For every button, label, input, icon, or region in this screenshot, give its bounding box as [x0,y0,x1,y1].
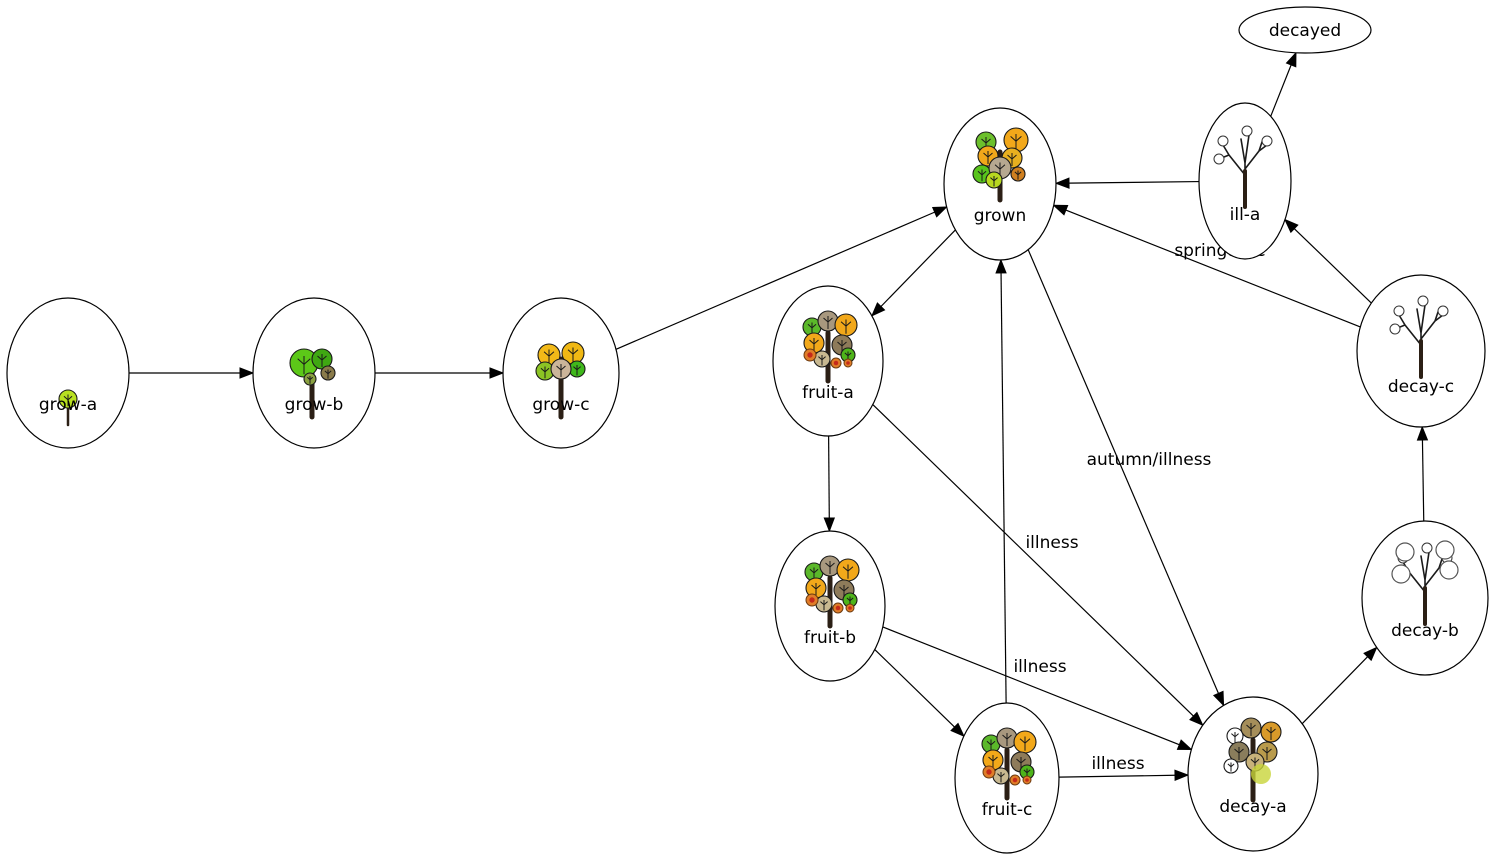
arrowhead [239,367,255,379]
edge-fruit-b-to-fruit-c [874,649,965,738]
nodes-layer: grow-a grow-b grow-c grown fruit-a fruit-b fru… [6,6,1489,854]
node-label: grow-a [39,395,97,415]
edge-line [874,649,955,728]
state-node-fruit-b[interactable]: fruit-b [774,530,886,682]
node-label: grow-c [532,395,589,415]
state-node-decay-a[interactable]: decay-a [1187,696,1319,852]
arrowhead [995,258,1007,274]
tree-icon-grown [972,127,1029,203]
node-ellipse [1238,6,1372,54]
arrowhead [1174,769,1190,782]
edge-line [615,211,935,350]
tree-icon-grow-c [535,341,586,420]
node-label: grow-b [285,395,344,415]
edge-line [1058,774,1176,778]
arrowhead [489,367,505,379]
edge-label: illness [1013,657,1066,677]
tree-icon-decay-b [1391,540,1459,626]
edge-line [1270,64,1292,117]
edge-fruit-c-to-grown [995,258,1007,704]
state-node-fruit-c[interactable]: fruit-c [954,702,1060,854]
state-node-decay-b[interactable]: decay-b [1361,520,1489,676]
edge-fruit-c-to-decay-a: illness [1058,754,1190,782]
edge-grown-to-decay-a: autumn/illness [1027,249,1225,707]
state-node-grow-b[interactable]: grow-b [252,297,376,449]
state-node-decayed[interactable]: decayed [1238,6,1372,54]
tree-icon-fruit-b [804,555,860,629]
edge-ill-a-to-decayed [1270,51,1297,117]
tree-icon-decay-a [1223,717,1282,803]
state-node-grow-c[interactable]: grow-c [502,297,620,449]
node-label: decayed [1269,21,1341,41]
edge-line [1065,209,1361,328]
node-label: fruit-a [802,383,854,403]
edge-label: illness [1091,754,1144,774]
node-label: decay-c [1388,377,1454,397]
arrowhead [1416,425,1429,441]
state-node-ill-a[interactable]: ill-a [1198,102,1292,260]
edge-fruit-a-to-decay-a: illness [872,404,1204,727]
arrowhead [1363,646,1378,662]
edge-label: illness [1025,533,1078,553]
node-label: decay-a [1219,797,1286,817]
state-node-grown[interactable]: grown [943,107,1057,261]
tree-icon-ill-a [1213,125,1273,209]
edge-line [880,229,956,307]
edge-line [1293,228,1372,304]
edge-grow-b-to-grow-c [375,367,505,379]
edge-decay-a-to-decay-b [1301,646,1378,725]
state-node-fruit-a[interactable]: fruit-a [772,285,884,437]
node-label: fruit-c [982,800,1033,820]
tree-icon-grow-b [289,348,336,420]
edge-line [1068,180,1200,184]
edge-line [872,404,1194,717]
edge-line [828,435,830,519]
tree-icon-decay-c [1389,295,1449,379]
edge-label: autumn/illness [1087,450,1212,470]
edge-grown-to-fruit-a [870,229,956,317]
node-label: decay-b [1391,621,1459,641]
state-node-grow-a[interactable]: grow-a [6,297,130,449]
edge-line [882,626,1180,746]
arrowhead [950,722,965,738]
state-node-decay-c[interactable]: decay-c [1356,274,1486,428]
edge-grow-c-to-grown [615,206,948,350]
tree-icon-fruit-c [981,727,1037,801]
tree-icon-fruit-a [802,310,858,384]
arrowhead [1212,690,1225,707]
tree-icon-grow-a [58,389,78,427]
node-label: fruit-b [804,628,856,648]
arrowhead [1285,51,1297,68]
arrowhead [1052,204,1069,216]
arrowhead [1189,711,1204,727]
edge-fruit-a-to-fruit-b [823,435,836,533]
arrowhead [1054,177,1070,189]
edge-decay-b-to-decay-c [1416,425,1429,522]
arrowhead [1283,218,1299,234]
arrowhead [931,206,948,218]
edge-ill-a-to-grown [1054,177,1200,189]
edge-line [1421,439,1425,522]
edge-grow-a-to-grow-b [129,367,255,379]
edge-fruit-b-to-decay-a: illness [882,626,1193,751]
arrowhead [1176,739,1193,751]
edge-decay-c-to-ill-a [1283,218,1372,304]
node-label: ill-a [1230,205,1261,225]
arrowhead [870,302,886,317]
edge-line [1027,249,1219,694]
edge-line [1000,272,1007,704]
node-label: grown [974,206,1027,226]
edge-line [1301,656,1369,725]
node-ellipse [6,297,130,449]
arrowhead [823,517,836,533]
